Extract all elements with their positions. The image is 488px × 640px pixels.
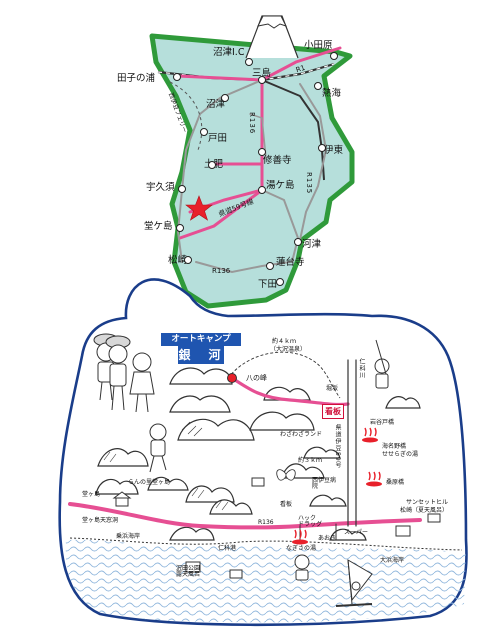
pin-ugusu bbox=[178, 185, 186, 193]
pin-yugashima bbox=[258, 186, 266, 194]
road-network bbox=[176, 46, 342, 274]
pin-dogashima bbox=[176, 224, 184, 232]
place-kuwadoi: 桑原橋 bbox=[386, 479, 405, 486]
pin-heda bbox=[200, 128, 208, 136]
pin-shimoda bbox=[276, 278, 284, 286]
fisherman-icon bbox=[374, 339, 390, 389]
place-ran-no-sato: らんの里堂ヶ島 bbox=[128, 479, 171, 486]
pin-numazu-ic bbox=[245, 58, 253, 66]
campsite-sign: オートキャンプ 銀 河 bbox=[161, 333, 241, 366]
pin-shuzenji bbox=[258, 148, 266, 156]
place-kaimei-bridge: 海名野橋 bbox=[382, 443, 407, 450]
sea-area bbox=[65, 539, 466, 623]
place-dogashima-detail: 堂ヶ島 bbox=[82, 491, 101, 498]
swimmer-icon bbox=[294, 554, 310, 581]
place-hospital: 西伊豆病院 bbox=[312, 477, 337, 490]
campsite-star-icon bbox=[185, 195, 213, 221]
road-r136-label: R136 bbox=[248, 112, 256, 135]
place-nijo-beach: 乗浜海岸 bbox=[116, 533, 141, 540]
pin-odawara bbox=[330, 52, 338, 60]
hot-spring-icon bbox=[366, 471, 382, 487]
boy-icon bbox=[105, 335, 131, 411]
girl-icon bbox=[129, 352, 155, 413]
place-mishima: 三島 bbox=[252, 68, 272, 79]
place-numazu: 沼津 bbox=[206, 99, 226, 110]
place-hojo: 堀坂 bbox=[326, 385, 339, 392]
pin-numazu bbox=[221, 94, 229, 102]
place-nihiro-cape: 仁科港 bbox=[218, 545, 237, 552]
place-rendaiji: 蓮台寺 bbox=[276, 257, 305, 268]
label-osawa: （大沢温泉） bbox=[270, 346, 307, 353]
place-ugusu: 宇久須 bbox=[146, 182, 175, 193]
place-seseragi: せせらぎの湯 bbox=[382, 451, 419, 458]
windsurfer-icon bbox=[335, 559, 373, 607]
place-atami: 熱海 bbox=[322, 88, 342, 99]
place-oohama-beach: 大浜海岸 bbox=[380, 557, 405, 564]
mount-fuji-icon bbox=[245, 15, 299, 59]
kanban-mid: 看板 bbox=[280, 501, 293, 508]
road-ken59-detail: 県道伊豆59号 bbox=[334, 424, 341, 469]
place-dogashima: 堂ケ島 bbox=[144, 221, 173, 232]
pin-ito bbox=[318, 144, 326, 152]
pin-tagonoura bbox=[173, 73, 181, 81]
ferry-route bbox=[169, 81, 203, 151]
pin-mishima bbox=[258, 76, 266, 84]
sign-line-2: 銀 河 bbox=[178, 346, 224, 364]
skater-icon bbox=[149, 423, 167, 473]
place-heda: 戸田 bbox=[208, 133, 228, 144]
pin-rendaiji bbox=[266, 262, 274, 270]
pin-kawazu bbox=[294, 238, 302, 246]
place-nihiro-river: 仁科川 bbox=[358, 358, 365, 379]
distance-3km: 約３ｋｍ bbox=[298, 457, 323, 464]
building-icons bbox=[112, 477, 441, 579]
road-r135-label: R135 bbox=[305, 172, 313, 195]
place-numazu-ic: 沼津I.C bbox=[213, 47, 245, 58]
place-nagisa: なぎさの湯 bbox=[286, 545, 317, 552]
place-hachinomine: 八の峰 bbox=[246, 374, 267, 382]
place-odawara: 小田原 bbox=[304, 40, 333, 51]
distance-4km: 約４ｋｍ bbox=[272, 338, 297, 345]
campsite-marker bbox=[227, 373, 237, 383]
road-r136-detail: R136 bbox=[258, 519, 274, 526]
road-r136-west-label: R136 bbox=[212, 267, 231, 275]
place-ito: 伊東 bbox=[324, 145, 344, 156]
place-matsuzaki-onsen: 松崎（夏天風呂） bbox=[400, 507, 449, 514]
place-iwaya: 岩谷戸橋 bbox=[370, 419, 395, 426]
place-tagonoura: 田子の浦 bbox=[117, 73, 156, 84]
pin-atami bbox=[314, 82, 322, 90]
pin-matsuzaki bbox=[184, 256, 192, 264]
hot-spring-icon bbox=[292, 529, 308, 545]
place-yugashima: 湯ケ島 bbox=[266, 180, 295, 191]
place-tennen: 堂ヶ島天窓洞 bbox=[82, 517, 119, 524]
place-sunset-hill: サンセットヒル bbox=[406, 499, 449, 506]
pin-toi bbox=[208, 161, 216, 169]
kanban-top: 看板 bbox=[322, 404, 344, 419]
place-shuzenji: 修善寺 bbox=[263, 155, 292, 166]
place-matsuzaki: 松崎 bbox=[168, 255, 188, 266]
place-sawada-park: 沢田公園 露天風呂 bbox=[176, 565, 201, 578]
hot-spring-icon bbox=[362, 427, 378, 443]
place-shimoda: 下田 bbox=[258, 279, 278, 290]
place-wakuwaku: わざわざランド bbox=[280, 431, 323, 438]
place-super: スーパー bbox=[344, 529, 368, 536]
sign-line-1: オートキャンプ bbox=[161, 333, 241, 346]
butterfly-icon bbox=[276, 469, 296, 481]
place-aoki: あおき bbox=[318, 535, 337, 542]
place-hack-drug: ハック ドラッグ bbox=[298, 515, 323, 528]
place-kawazu: 河津 bbox=[302, 239, 322, 250]
